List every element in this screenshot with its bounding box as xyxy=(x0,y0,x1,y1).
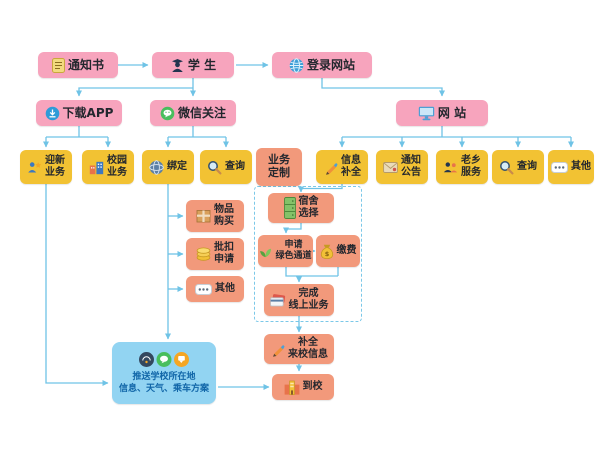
sprout-icon xyxy=(259,245,272,258)
parcel-box-icon xyxy=(196,209,211,223)
node-download-app: 下载APP xyxy=(36,100,122,126)
node-fellow-service: 老乡 服务 xyxy=(436,150,488,184)
node-label: 绑定 xyxy=(167,161,187,173)
node-label: 学 生 xyxy=(187,57,217,72)
node-item-purchase: 物品 购买 xyxy=(186,200,244,232)
node-label: 迎新 业务 xyxy=(45,155,65,178)
student-icon xyxy=(170,58,185,73)
node-label: 通知书 xyxy=(67,57,104,72)
ellipsis-icon xyxy=(551,161,568,173)
globe-icon xyxy=(289,57,304,73)
node-dorm-selection: 宿舍 选择 xyxy=(268,193,334,223)
cards-icon xyxy=(269,293,286,307)
node-arrive-school: 到校 xyxy=(272,374,334,400)
node-label: 申请 绿色通道 xyxy=(275,240,312,261)
node-login-website: 登录网站 xyxy=(272,52,372,78)
wechat-icon xyxy=(160,106,175,121)
bind-globe-icon xyxy=(149,159,164,175)
node-label: 宿舍 选择 xyxy=(298,196,319,219)
document-icon xyxy=(51,57,65,73)
node-label: 到校 xyxy=(302,381,323,393)
node-other-web: 其他 xyxy=(548,150,594,184)
node-label: 缴费 xyxy=(336,245,357,257)
online-business-group xyxy=(254,186,362,322)
node-label: 完成 线上业务 xyxy=(288,288,329,311)
mail-icon xyxy=(383,161,398,174)
svg-text:$: $ xyxy=(324,250,329,258)
node-bind: 绑定 xyxy=(142,150,194,184)
node-label: 登录网站 xyxy=(306,57,355,72)
monitor-icon xyxy=(418,106,435,121)
app-wechat-sms-icons xyxy=(138,351,190,368)
node-website: 网 站 xyxy=(396,100,488,126)
people-icon xyxy=(443,160,458,175)
money-bag-icon: $ xyxy=(320,244,334,259)
app-download-icon xyxy=(45,106,60,121)
node-label: 物品 购买 xyxy=(214,204,234,227)
node-query-web: 查询 xyxy=(492,150,544,184)
node-notice-letter: 通知书 xyxy=(38,52,118,78)
node-label: 微信关注 xyxy=(177,105,226,120)
node-info-completion: 信息 补全 xyxy=(316,150,368,184)
node-notice-board: 通知 公告 xyxy=(376,150,428,184)
node-wechat-follow: 微信关注 xyxy=(150,100,236,126)
node-label: 信息 补全 xyxy=(341,155,361,178)
node-other-wechat: 其他 xyxy=(186,276,244,302)
node-label: 通知 公告 xyxy=(401,155,421,178)
locker-icon xyxy=(283,197,296,219)
node-business-customization: 业务 定制 xyxy=(256,148,302,186)
node-campus-business: 校园 业务 xyxy=(82,150,134,184)
node-label: 其他 xyxy=(571,161,591,173)
node-label: 老乡 服务 xyxy=(461,155,481,178)
magnifier-icon xyxy=(499,160,514,175)
node-green-channel: 申请 绿色通道 xyxy=(258,235,313,267)
pencil-icon xyxy=(323,160,338,175)
ellipsis-icon xyxy=(195,283,212,295)
node-query-wechat: 查询 xyxy=(200,150,252,184)
node-student: 学 生 xyxy=(152,52,234,78)
node-welcome-business: 迎新 业务 xyxy=(20,150,72,184)
magnifier-icon xyxy=(207,160,222,175)
node-label: 下载APP xyxy=(62,105,114,120)
node-finish-online-business: 完成 线上业务 xyxy=(264,284,334,316)
coins-icon xyxy=(196,247,211,261)
node-batch-deduction: 批扣 申请 xyxy=(186,238,244,270)
campus-buildings-icon xyxy=(89,160,104,175)
push-info-text: 推送学校所在地 信息、天气、乘车方案 xyxy=(118,372,209,394)
node-label: 查询 xyxy=(225,161,245,173)
node-arrival-info-completion: 补全 来校信息 xyxy=(264,334,334,364)
node-label: 网 站 xyxy=(437,105,467,120)
node-label: 业务 定制 xyxy=(268,153,290,179)
school-building-icon xyxy=(284,380,300,395)
node-label: 查询 xyxy=(517,161,537,173)
pencil-icon xyxy=(270,342,285,357)
node-label: 其他 xyxy=(215,283,235,295)
node-label: 补全 来校信息 xyxy=(288,337,328,360)
node-label: 校园 业务 xyxy=(107,155,127,178)
node-pay-fee: $ 缴费 xyxy=(316,235,360,267)
node-label: 批扣 申请 xyxy=(214,242,234,265)
push-info-panel: 推送学校所在地 信息、天气、乘车方案 xyxy=(112,342,216,404)
new-student-icon xyxy=(27,160,42,175)
